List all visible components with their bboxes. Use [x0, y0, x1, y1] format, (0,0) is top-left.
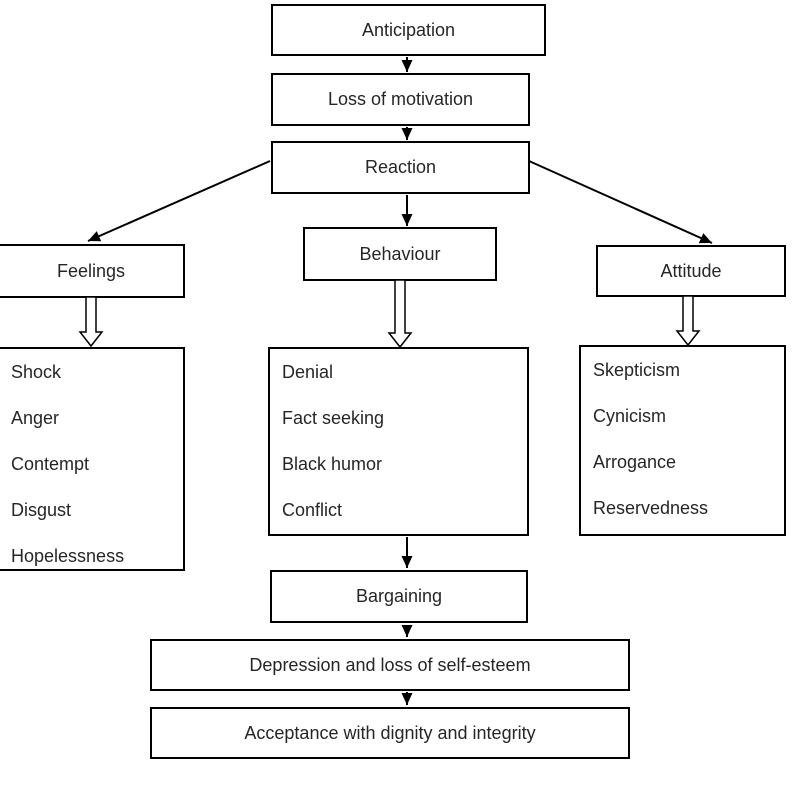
- list-item: Reservedness: [593, 497, 709, 518]
- list-item: Hopelessness: [11, 545, 125, 566]
- node-reaction: Reaction: [271, 141, 530, 194]
- node-depression: Depression and loss of self-esteem: [150, 639, 630, 691]
- list-item: Skepticism: [593, 359, 681, 380]
- node-attitude: Attitude: [596, 245, 786, 297]
- node-reaction-label: Reaction: [364, 157, 437, 177]
- list-item: Black humor: [282, 453, 383, 474]
- behaviour-list-box: Denial Fact seeking Black humor Conflict: [268, 347, 529, 536]
- node-anticipation-label: Anticipation: [361, 19, 456, 40]
- attitude-list-box: Skepticism Cynicism Arrogance Reservedne…: [579, 345, 786, 536]
- hollow-arrow-behaviour-to-list: [387, 279, 413, 349]
- feelings-list-box: Shock Anger Contempt Disgust Hopelessnes…: [0, 347, 185, 571]
- node-loss-of-motivation: Loss of motivation: [271, 73, 530, 126]
- node-acceptance-label: Acceptance with dignity and integrity: [244, 722, 536, 743]
- list-item: Arrogance: [593, 451, 677, 472]
- node-feelings-label: Feelings: [56, 260, 126, 281]
- node-depression-label: Depression and loss of self-esteem: [249, 654, 531, 675]
- node-loss-of-motivation-label: Loss of motivation: [327, 89, 474, 109]
- arrow-reaction-to-attitude: [528, 160, 713, 244]
- hollow-arrow-feelings-to-list: [78, 296, 104, 348]
- list-item: Cynicism: [593, 405, 667, 426]
- node-attitude-label: Attitude: [660, 260, 722, 281]
- hollow-arrow-attitude-to-list: [675, 295, 701, 347]
- list-item: Conflict: [282, 499, 343, 520]
- list-item: Anger: [11, 407, 60, 428]
- list-item: Denial: [282, 361, 334, 382]
- node-bargaining-label: Bargaining: [355, 586, 443, 606]
- list-item: Disgust: [11, 499, 72, 520]
- node-bargaining: Bargaining: [270, 570, 528, 623]
- node-feelings: Feelings: [0, 244, 185, 298]
- list-item: Contempt: [11, 453, 90, 474]
- node-behaviour-label: Behaviour: [359, 243, 441, 264]
- node-behaviour: Behaviour: [303, 227, 497, 281]
- node-acceptance: Acceptance with dignity and integrity: [150, 707, 630, 759]
- arrow-reaction-to-feelings: [87, 160, 271, 242]
- node-anticipation: Anticipation: [271, 4, 546, 56]
- list-item: Fact seeking: [282, 407, 385, 428]
- list-item: Shock: [11, 361, 62, 382]
